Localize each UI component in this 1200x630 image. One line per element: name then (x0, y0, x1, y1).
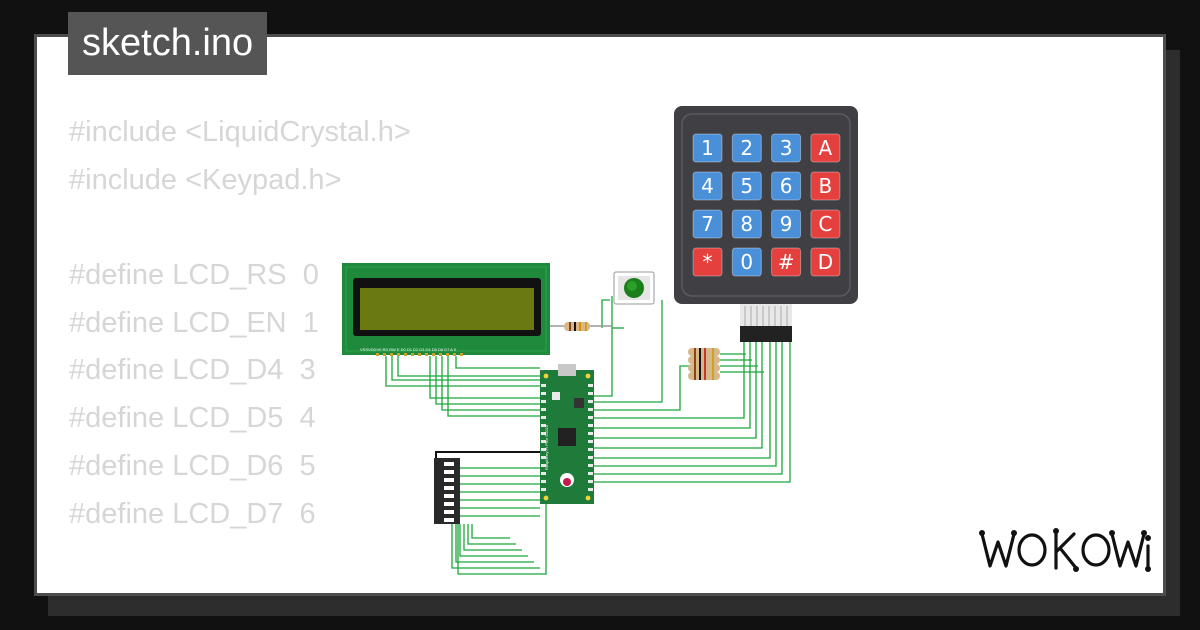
keypad-key-star[interactable]: * (692, 247, 723, 277)
keypad-key-label: 0 (740, 250, 753, 274)
keypad-key-4[interactable]: 4 (692, 171, 723, 201)
keypad-wires (594, 296, 791, 483)
keypad-key-label: 4 (701, 174, 714, 198)
resistor-bank (688, 348, 720, 380)
keypad-key-label: 2 (740, 136, 753, 160)
pico-label: Raspberry Pi Pico ©2020 (544, 424, 549, 470)
keypad-key-d[interactable]: D (810, 247, 841, 277)
keypad-key-label: 7 (701, 212, 714, 236)
keypad-key-label: 1 (701, 136, 714, 160)
keypad-key-label: 6 (780, 174, 793, 198)
dip-wires (451, 467, 547, 575)
code-line: #define LCD_D6 5 (69, 449, 316, 482)
keypad-key-label: * (703, 250, 713, 274)
keypad-key-b[interactable]: B (810, 171, 841, 201)
code-line: #include <LiquidCrystal.h> (69, 116, 411, 148)
keypad-keys: 1 2 3 A 4 5 6 B 7 8 9 C * 0 # D (692, 133, 841, 277)
keypad-key-label: 5 (740, 174, 753, 198)
keypad-key-5[interactable]: 5 (731, 171, 762, 201)
keypad-key-c[interactable]: C (810, 209, 841, 239)
keypad-key-label: # (778, 250, 795, 274)
keypad-key-label: 3 (780, 136, 793, 160)
dip-switch (434, 458, 460, 524)
keypad-key-1[interactable]: 1 (692, 133, 723, 163)
keypad-key-label: 9 (780, 212, 793, 236)
keypad-key-7[interactable]: 7 (692, 209, 723, 239)
lcd-pin-labels: VSSVDDV0 RS RW E D0 D1 D2 D3 D4 D5 D6 D7… (360, 347, 457, 352)
keypad-key-0[interactable]: 0 (731, 247, 762, 277)
keypad-key-8[interactable]: 8 (731, 209, 762, 239)
keypad-key-label: C (818, 212, 832, 236)
keypad-key-2[interactable]: 2 (731, 133, 762, 163)
ground-wire (435, 451, 540, 460)
keypad-key-hash[interactable]: # (771, 247, 802, 277)
wokwi-logo (979, 528, 1151, 572)
code-line: #define LCD_D7 6 (69, 497, 316, 530)
code-line: #include <Keypad.h> (69, 163, 342, 196)
preview-card: #include <LiquidCrystal.h> #include <Keyp… (34, 34, 1166, 596)
code-line: #define LCD_D4 3 (69, 354, 316, 387)
keypad-key-label: D (818, 250, 833, 274)
lcd-wires (385, 356, 540, 417)
keypad-key-a[interactable]: A (810, 133, 841, 163)
code-line: #define LCD_EN 1 (69, 306, 319, 339)
code-line: #define LCD_D5 4 (69, 402, 316, 435)
keypad-key-3[interactable]: 3 (771, 133, 802, 163)
lcd-resistor (550, 322, 612, 331)
code-preview: #include <LiquidCrystal.h> #include <Keyp… (69, 109, 411, 594)
keypad-key-label: A (819, 136, 833, 160)
keypad-header (740, 304, 792, 342)
keypad-key-9[interactable]: 9 (771, 209, 802, 239)
lcd-display: VSSVDDV0 RS RW E D0 D1 D2 D3 D4 D5 D6 D7… (342, 263, 550, 356)
raspberry-pi-pico: Raspberry Pi Pico ©2020 (540, 364, 594, 504)
keypad-key-label: B (819, 174, 833, 198)
code-line: Pin 17 (69, 586, 411, 594)
keypad-key-6[interactable]: 6 (771, 171, 802, 201)
file-tab[interactable]: sketch.ino (68, 12, 268, 75)
keypad-key-label: 8 (740, 212, 753, 236)
keypad: 1 2 3 A 4 5 6 B 7 8 9 C * 0 # D (674, 106, 858, 304)
code-line: #define LCD_RS 0 (69, 259, 319, 292)
push-button (613, 271, 655, 305)
